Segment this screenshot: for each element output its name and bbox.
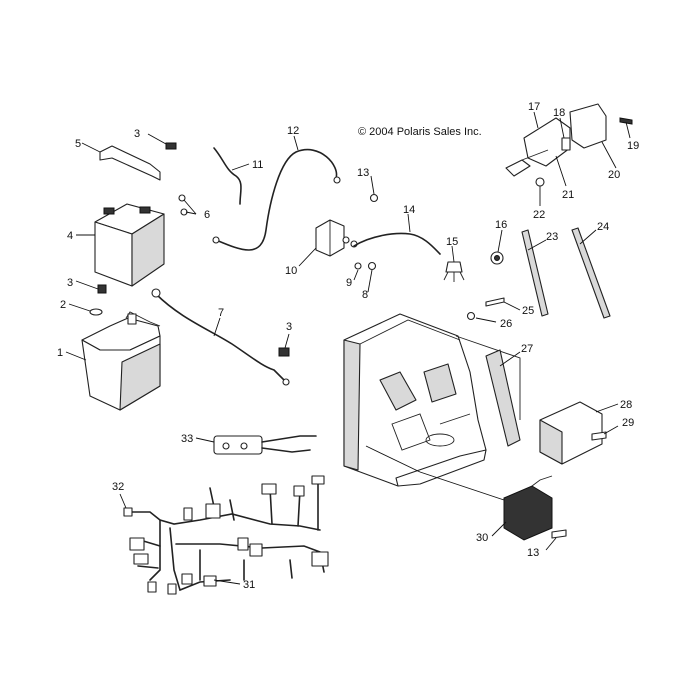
nut-26	[466, 311, 476, 321]
callout-25: 25	[522, 305, 534, 317]
starter-solenoid	[315, 219, 358, 257]
callout-32: 32	[112, 481, 124, 493]
bolt-3c	[278, 347, 290, 357]
washer-2	[89, 308, 103, 316]
nut-9	[354, 262, 362, 270]
callout-16: 16	[495, 219, 507, 231]
copyright-notice: © 2004 Polaris Sales Inc.	[358, 126, 482, 138]
callout-8: 8	[362, 289, 368, 301]
callout-6: 6	[204, 209, 210, 221]
battery-box	[81, 311, 161, 411]
callout-9: 9	[346, 277, 352, 289]
mounting-panel	[343, 313, 521, 487]
screws-6	[178, 194, 188, 216]
callout-11: 11	[252, 159, 263, 171]
wiring-harness	[123, 475, 329, 595]
callout-23: 23	[546, 231, 558, 243]
callout-3c: 3	[286, 321, 292, 333]
callout-30: 30	[476, 532, 488, 544]
callout-17: 17	[528, 101, 540, 113]
resistor-33	[213, 435, 317, 455]
nut-8	[367, 261, 377, 271]
callout-27: 27	[521, 343, 533, 355]
bolt-29	[591, 431, 607, 441]
callout-26: 26	[500, 318, 512, 330]
callout-2: 2	[60, 299, 66, 311]
cdi-module-28	[539, 401, 603, 465]
cable-14	[353, 232, 441, 255]
callout-12: 12	[287, 125, 299, 137]
nut-22	[535, 177, 545, 187]
callout-21: 21	[562, 189, 574, 201]
callout-31: 31	[243, 579, 255, 591]
cover-20	[569, 103, 607, 149]
callout-10: 10	[285, 265, 297, 277]
bolt-25	[485, 297, 505, 307]
callout-7: 7	[218, 307, 224, 319]
strap-23	[521, 229, 549, 317]
relay-27	[485, 349, 521, 447]
nut-13a	[369, 193, 379, 203]
callout-19: 19	[627, 140, 639, 152]
callout-3a: 3	[134, 128, 140, 140]
callout-13b: 13	[527, 547, 539, 559]
bolt-3a	[165, 142, 177, 150]
callout-1: 1	[57, 347, 63, 359]
leader-lines	[65, 111, 631, 585]
callout-5: 5	[75, 138, 81, 150]
connector-15	[443, 261, 465, 282]
callout-3b: 3	[67, 277, 73, 289]
callout-13a: 13	[357, 167, 369, 179]
callout-24: 24	[597, 221, 609, 233]
strap-24	[571, 227, 611, 319]
callout-28: 28	[620, 399, 632, 411]
callout-15: 15	[446, 236, 458, 248]
screw-19	[619, 117, 633, 125]
regulator-30	[503, 475, 553, 541]
battery-strap	[99, 145, 161, 181]
cable-11	[213, 147, 242, 205]
bolt-3b	[97, 284, 107, 294]
cable-12	[212, 149, 341, 251]
callout-14: 14	[403, 204, 415, 216]
switch-connector-21	[505, 149, 549, 177]
cable-7	[151, 288, 290, 386]
callout-18: 18	[553, 107, 565, 119]
callout-29: 29	[622, 417, 634, 429]
callout-4: 4	[67, 230, 73, 242]
sensor-16	[490, 251, 504, 265]
callouts: 1 2 3 3 3 4 5 6 7 8 9 10 11 12 13 13 14 …	[57, 101, 639, 591]
switch-18	[561, 137, 571, 151]
callout-33: 33	[181, 433, 193, 445]
callout-20: 20	[608, 169, 620, 181]
callout-22: 22	[533, 209, 545, 221]
battery	[94, 203, 165, 287]
bolt-13b	[551, 529, 567, 539]
